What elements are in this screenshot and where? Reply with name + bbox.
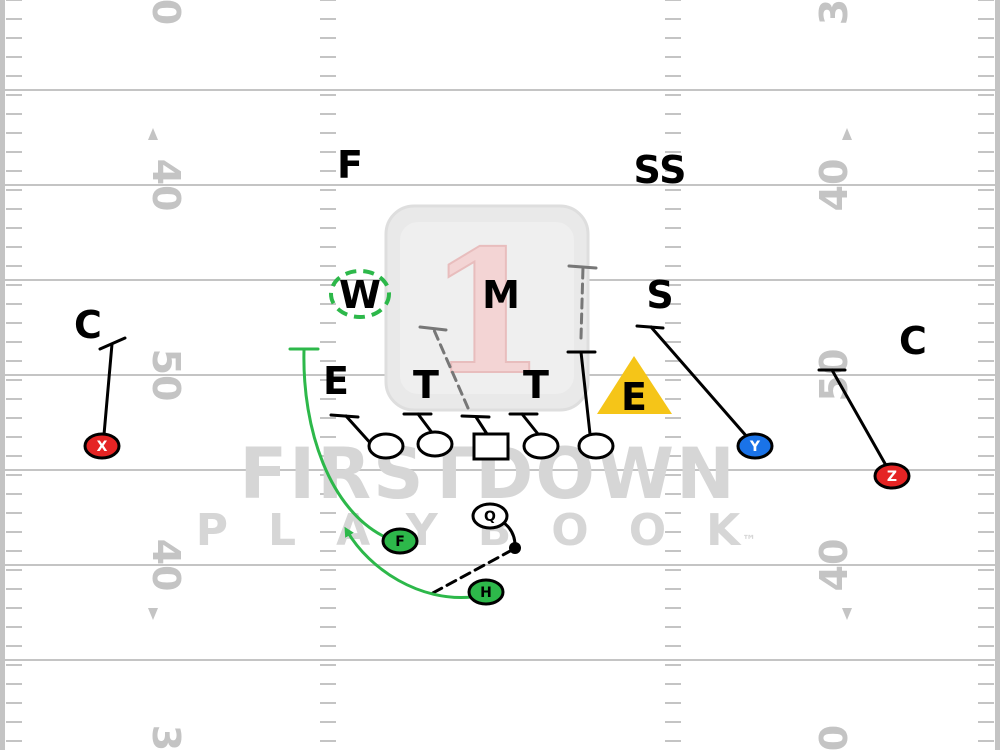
player-z: Z xyxy=(873,462,911,490)
right-guard xyxy=(522,432,560,460)
right-end-highlight-triangle xyxy=(597,356,672,414)
center xyxy=(472,432,510,461)
defender-right-corner: C xyxy=(899,319,927,363)
rt-dashed-block-end xyxy=(567,264,598,270)
z-route xyxy=(830,368,894,478)
yard-number: 40 xyxy=(812,539,856,592)
left-sideline xyxy=(0,0,5,750)
h-route xyxy=(344,526,474,600)
defense: F SS W M S C C E T T E xyxy=(74,143,927,419)
w-linebacker-highlight xyxy=(329,269,391,319)
player-y-label: Y xyxy=(749,439,761,455)
yard-number: 40 xyxy=(812,159,856,212)
x-route-end xyxy=(98,336,127,351)
yard-number: 40 xyxy=(144,539,188,592)
defender-sam-linebacker: S xyxy=(646,273,673,317)
defender-left-corner: C xyxy=(74,303,102,347)
c-block xyxy=(474,415,489,436)
firstdown-logo-watermark: 1 FIRSTDOWN PLAYBOOK ™ xyxy=(196,204,780,556)
routes xyxy=(98,264,894,600)
player-f-label: F xyxy=(395,534,405,550)
f-route xyxy=(302,348,387,539)
rt-dashed-block xyxy=(579,265,585,340)
yard-number: 3 xyxy=(812,0,856,25)
qb-handoff-dashed xyxy=(429,548,514,596)
player-f: F xyxy=(381,527,419,555)
x-route xyxy=(101,342,114,448)
offensive-line xyxy=(367,430,615,461)
y-route-end xyxy=(635,324,665,330)
rg-block xyxy=(520,412,540,436)
yard-direction-arrow xyxy=(148,608,158,620)
yard-number: 50 xyxy=(144,349,188,402)
player-q: Q xyxy=(471,502,509,530)
defender-left-end: E xyxy=(323,359,349,403)
defender-strong-safety: SS xyxy=(633,148,686,192)
hash-marks xyxy=(6,0,994,742)
player-z-label: Z xyxy=(887,469,897,485)
yard-number: 0 xyxy=(144,0,188,25)
rt-block xyxy=(579,350,592,436)
defender-left-tackle: T xyxy=(413,363,439,407)
yard-number: 0 xyxy=(812,725,856,750)
lt-block xyxy=(344,414,375,448)
logo-wordmark-playbook: PLAYBOOK xyxy=(196,505,780,556)
yard-number: 40 xyxy=(144,159,188,212)
c-block-end xyxy=(460,414,491,419)
right-sideline xyxy=(995,0,1000,750)
player-x-label: X xyxy=(97,439,108,455)
left-guard xyxy=(416,430,454,458)
yard-direction-arrow xyxy=(842,128,852,140)
yard-numbers: 0 40 50 40 3 3 40 50 40 0 xyxy=(144,0,856,750)
center-dashed-block-end xyxy=(418,325,448,332)
y-route xyxy=(649,325,757,448)
player-x: X xyxy=(83,432,121,460)
player-q-label: Q xyxy=(484,509,496,525)
defender-will-linebacker: W xyxy=(339,273,381,317)
defender-free-safety: F xyxy=(337,143,363,187)
player-h-label: H xyxy=(480,585,492,601)
lg-block xyxy=(416,412,435,436)
offense-skill-players: X Y Z Q F H xyxy=(83,432,911,606)
handoff-point xyxy=(509,542,521,554)
right-tackle xyxy=(577,432,615,460)
left-tackle xyxy=(367,432,405,460)
center-dashed-block xyxy=(432,328,470,410)
yard-direction-arrow xyxy=(842,608,852,620)
yard-direction-arrow xyxy=(148,128,158,140)
logo-trademark: ™ xyxy=(742,533,756,549)
player-y: Y xyxy=(736,432,774,460)
player-h: H xyxy=(467,578,505,606)
lt-block-end xyxy=(329,413,360,419)
defender-mike-linebacker: M xyxy=(482,273,520,317)
yard-number: 3 xyxy=(144,725,188,750)
defender-right-tackle: T xyxy=(523,363,549,407)
logo-numeral: 1 xyxy=(428,213,546,413)
defender-right-end: E xyxy=(621,375,647,419)
